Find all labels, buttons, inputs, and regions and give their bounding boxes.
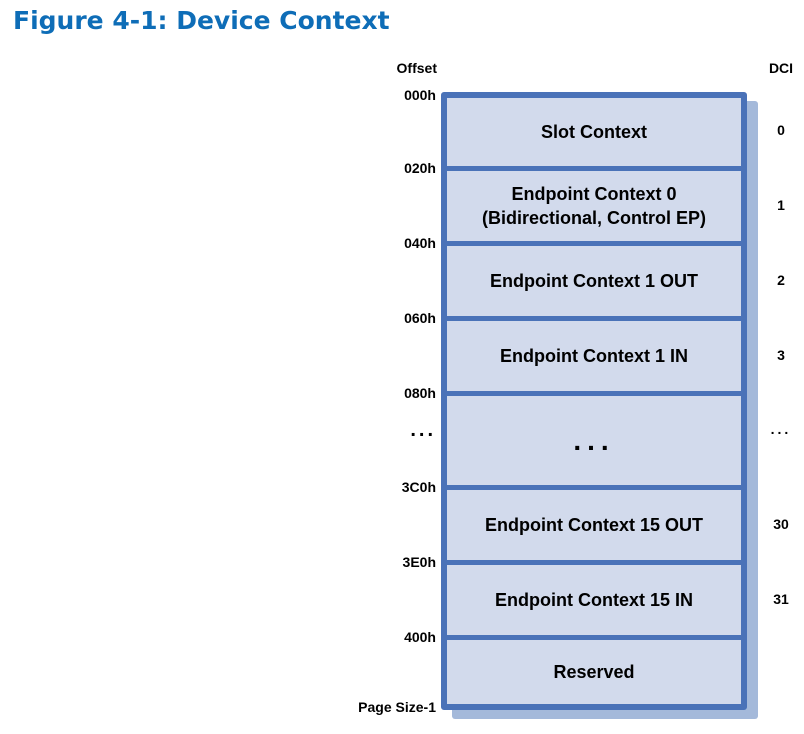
offset-label: 040h	[404, 235, 436, 251]
cell-ellipsis: ...	[447, 391, 741, 485]
dci-label: 3	[777, 347, 785, 363]
cell-endpoint-context-15-out: Endpoint Context 15 OUT	[447, 485, 741, 560]
cell-endpoint-context-0: Endpoint Context 0 (Bidirectional, Contr…	[447, 166, 741, 241]
device-context-table: Slot Context Endpoint Context 0 (Bidirec…	[441, 92, 747, 710]
cell-slot-context: Slot Context	[447, 98, 741, 166]
cell-label: Endpoint Context 15 IN	[495, 589, 693, 610]
cell-endpoint-context-1-out: Endpoint Context 1 OUT	[447, 241, 741, 316]
cell-label: Endpoint Context 0 (Bidirectional, Contr…	[481, 183, 706, 228]
cell-label: Endpoint Context 15 OUT	[485, 514, 703, 535]
bottom-offset-label: Page Size-1	[358, 699, 436, 715]
dci-label: 31	[773, 591, 789, 607]
figure-title: Figure 4-1: Device Context	[13, 6, 390, 35]
offset-label: 020h	[404, 160, 436, 176]
cell-label: Endpoint Context 1 IN	[500, 345, 688, 366]
offset-column-header: Offset	[396, 60, 437, 76]
dci-label: 1	[777, 197, 785, 213]
offset-label: 3E0h	[402, 554, 436, 570]
dci-column-header: DCI	[768, 60, 794, 76]
dci-label: 2	[777, 272, 785, 288]
offset-label: 060h	[404, 310, 436, 326]
offset-label: 3C0h	[401, 479, 436, 495]
ellipsis-label: ...	[573, 424, 615, 456]
cell-endpoint-context-15-in: Endpoint Context 15 IN	[447, 560, 741, 635]
dci-ellipsis-label: ...	[770, 421, 792, 437]
dci-label: 0	[777, 122, 785, 138]
cell-label: Slot Context	[541, 121, 647, 142]
dci-label: 30	[773, 516, 789, 532]
offset-label: 000h	[404, 87, 436, 103]
offset-label: 080h	[404, 385, 436, 401]
offset-ellipsis-label: ...	[410, 419, 436, 441]
cell-reserved: Reserved	[447, 635, 741, 704]
cell-endpoint-context-1-in: Endpoint Context 1 IN	[447, 316, 741, 391]
offset-label: 400h	[404, 629, 436, 645]
cell-label: Reserved	[553, 661, 635, 682]
cell-label: Endpoint Context 1 OUT	[490, 270, 698, 291]
